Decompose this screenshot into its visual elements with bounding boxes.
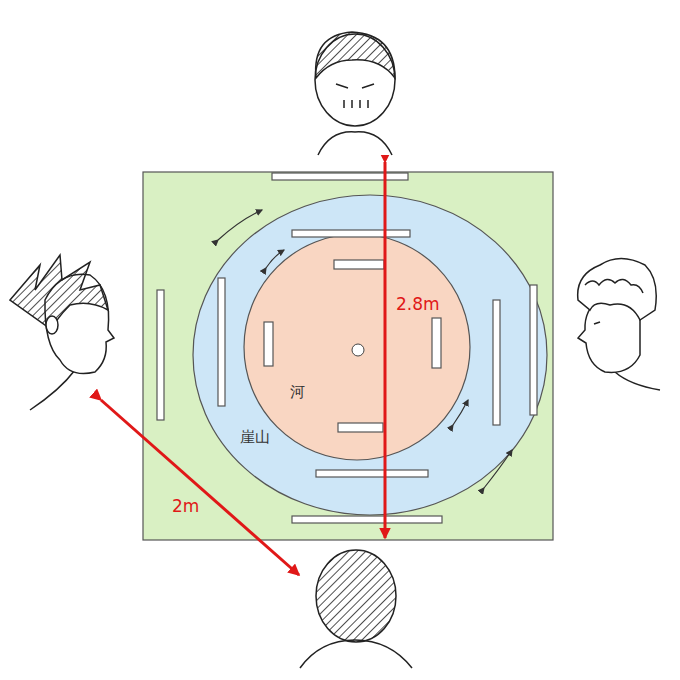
dimension-label: 2.8m bbox=[396, 296, 440, 313]
area-label: 河 bbox=[290, 385, 305, 400]
area-label: 崖山 bbox=[240, 430, 270, 445]
dimension-label: 2m bbox=[172, 498, 199, 515]
